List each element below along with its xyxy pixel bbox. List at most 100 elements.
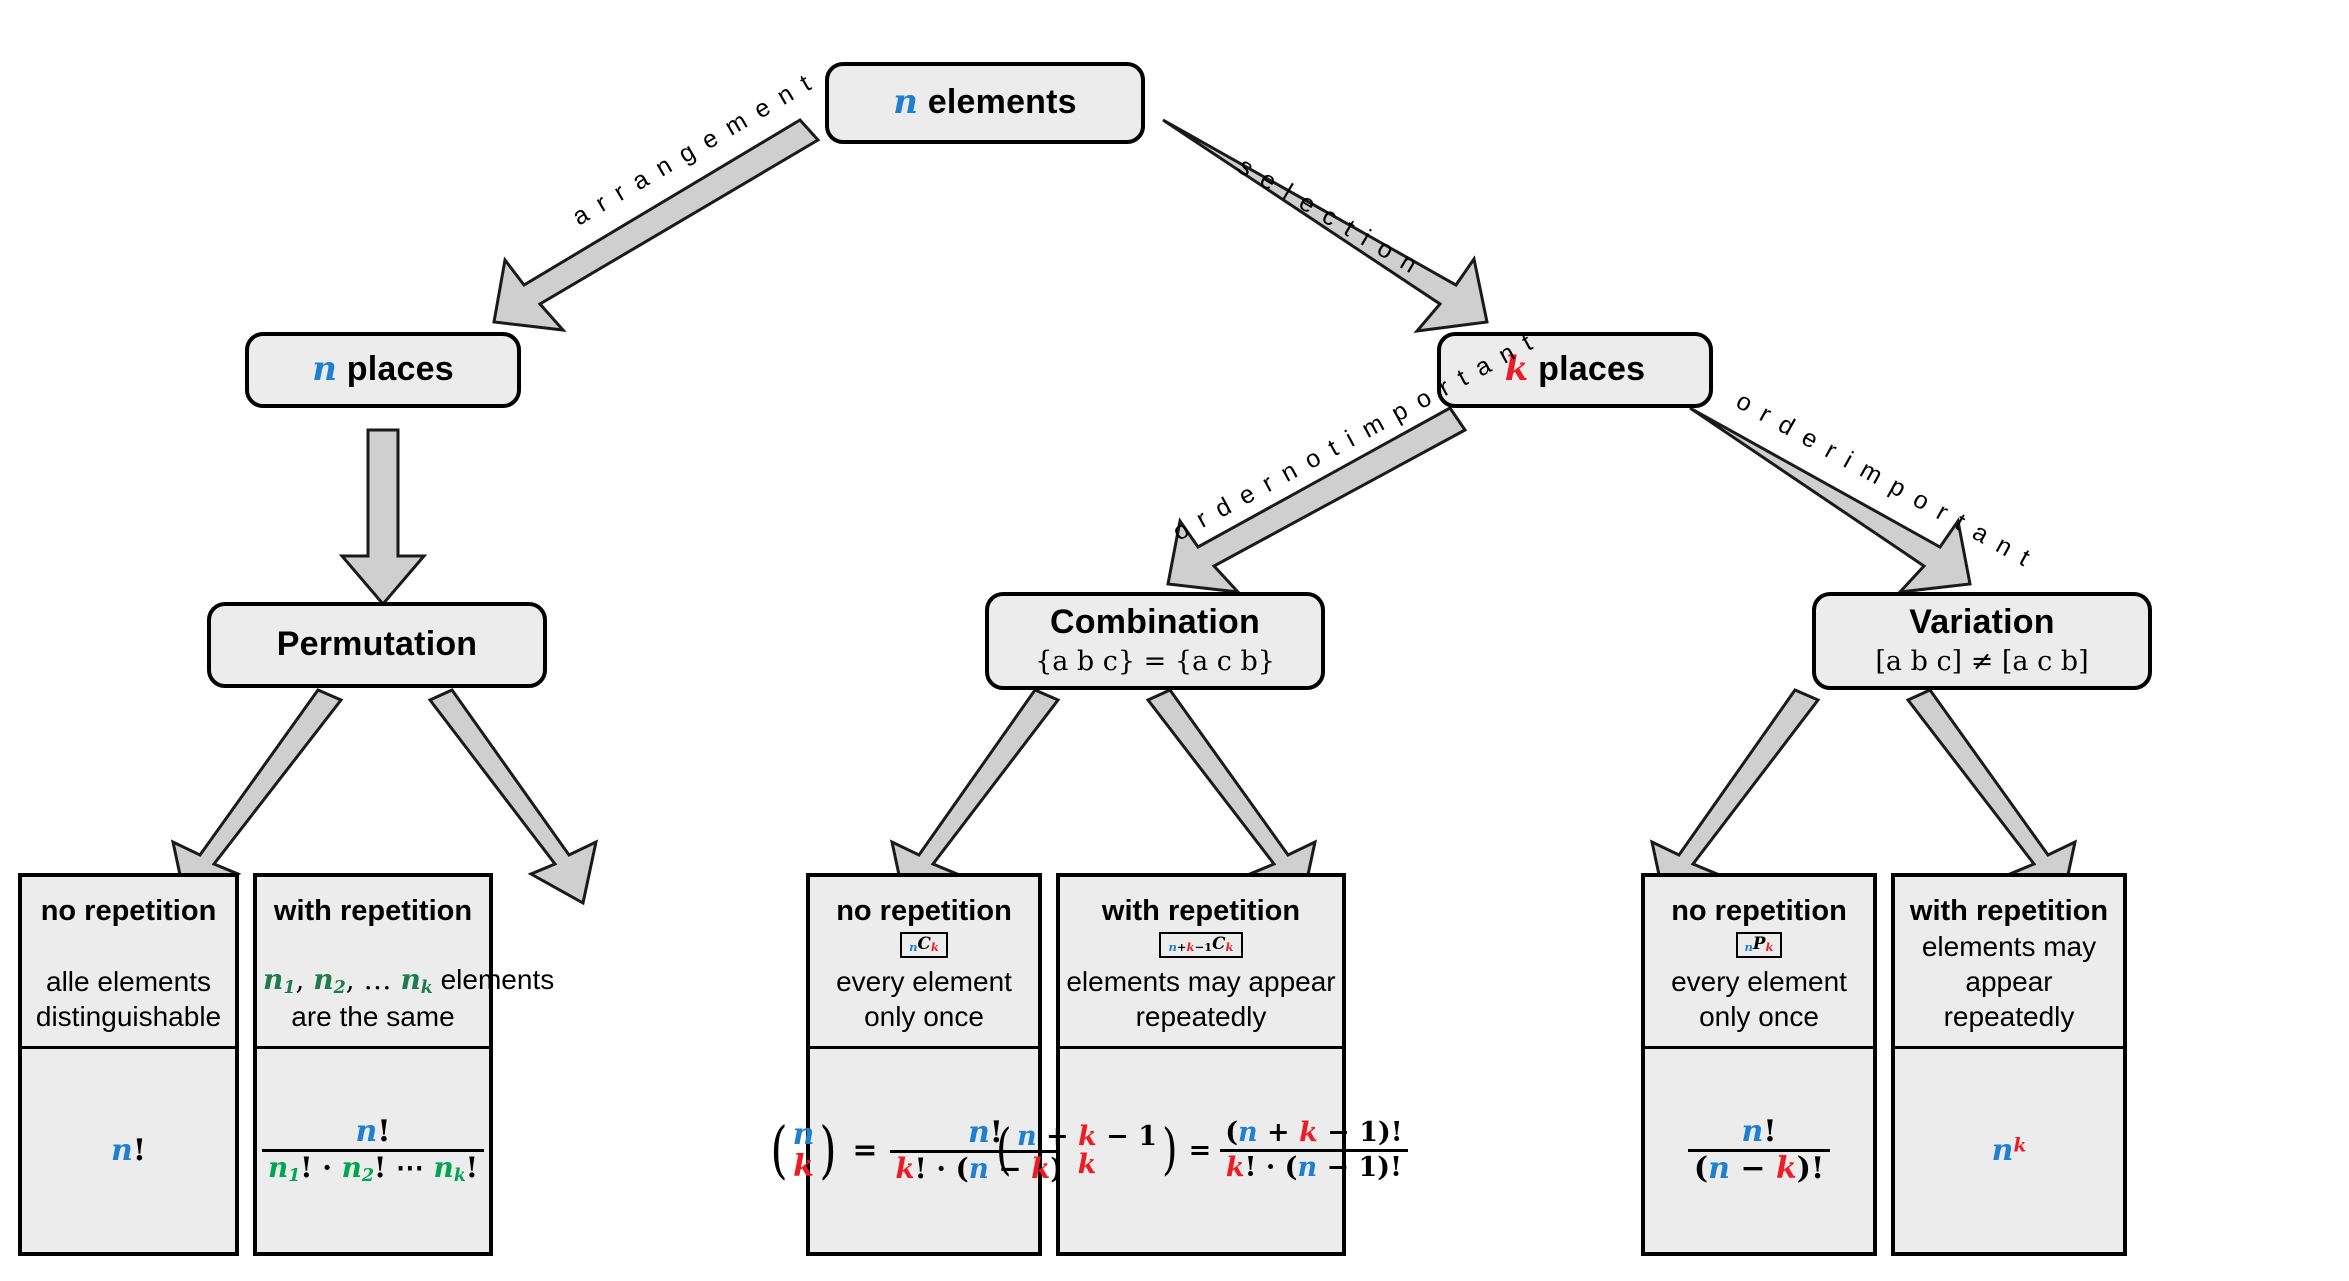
symbol-k: k [1299,1117,1318,1149]
leaf-variation-with-repetition[interactable]: with repetition elements may appear repe… [1891,873,2127,1256]
symbol-minus: − [988,1152,1032,1186]
symbol-n: n [792,1117,815,1152]
symbol-factorial: ! [1390,1117,1403,1149]
leaf-formula: n! (n − k)! [1645,1049,1873,1252]
arrow-combination-to-comb-with-rep [1145,688,1318,906]
fraction-denominator: k! · (n − 1)! [1219,1149,1408,1183]
leaf-upper: with repetition n+k−1Ck elements may app… [1060,877,1342,1049]
leaf-combination-with-repetition[interactable]: with repetition n+k−1Ck elements may app… [996,873,1408,1256]
symbol-lparen: ( [1693,1151,1709,1186]
leaf-symbol-nCk: nCk [900,932,948,958]
symbol-n: n [1297,1152,1318,1183]
leaf-description: alle elements distinguishable [22,964,235,1034]
node-n-places[interactable]: n places [245,332,521,408]
symbol-k-exponent: k [2013,1135,2027,1157]
fraction-denominator: (n − k)! [1687,1149,1831,1186]
leaf-permutation-no-repetition[interactable]: no repetition alle elements distinguisha… [18,873,239,1256]
symbol-ellipsis: … [363,962,401,996]
node-n-elements-label: n elements [893,84,1077,121]
leaf-upper: with repetition n1, n2, … nk elements ar… [257,877,554,1049]
symbol-C: C [1212,933,1226,954]
arrow-permutation-to-perm-with-rep [427,688,599,906]
leaf-formula: n! n1! · n2! ⋯ nk! [257,1049,489,1252]
leaf-formula: ( n k ) = n! k! · (n − k)! [770,1049,1082,1252]
node-combination[interactable]: Combination {a b c} = {a c b} [985,592,1325,690]
leaf-description-line2: only once [864,1001,984,1032]
symbol-n2: n2 [313,962,346,998]
symbol-equals: = [852,1133,878,1168]
arrow-permutation-to-perm-no-rep [170,688,344,906]
symbol-k: k [793,1148,814,1184]
leaf-variation-no-repetition[interactable]: no repetition nPk every element only onc… [1641,873,1877,1256]
symbol-rparen: ) [819,1113,838,1186]
arrow-n-places-to-permutation [338,428,428,607]
symbol-P: P [1752,933,1766,954]
symbol-k: k [1225,1152,1245,1183]
leaf-upper: no repetition nCk every element only onc… [810,877,1038,1049]
node-n-elements-rest: elements [918,83,1077,122]
symbol-lparen: ( [996,1117,1012,1182]
symbol-factorial: ! [377,1114,391,1150]
symbol-cdot: · ( [926,1152,969,1186]
fraction: n! n1! · n2! ⋯ nk! [261,1116,485,1185]
symbol-n: n [1991,1133,2014,1168]
node-n-elements[interactable]: n elements [825,62,1145,144]
symbol-k: k [1186,940,1195,955]
symbol-n: n [111,1133,133,1168]
symbol-factorial: ! [132,1133,146,1168]
symbol-k: k [1765,940,1774,955]
leaf-formula: n! [22,1049,235,1252]
leaf-description: elements may appear repeatedly [1895,929,2123,1034]
symbol-equals: = [1188,1135,1212,1166]
symbol-cdot: · ( [1256,1152,1298,1183]
node-n-places-label: n places [312,351,454,388]
leaf-description-line1: every element [1671,966,1847,997]
fraction: n! k! · (n − k)! [889,1115,1082,1186]
leaf-description-line2: are the same [291,1001,455,1032]
symbol-C: C [917,933,931,954]
symbol-factorial: ! [373,1150,387,1184]
symbol-factorial: ! [989,1115,1003,1151]
symbol-n: n [312,349,338,390]
binomial-stack: n + k − 1 k [1015,1122,1159,1180]
node-k-places[interactable]: k places [1437,332,1713,408]
leaf-description: n1, n2, … nk elements are the same [257,962,554,1035]
symbol-factorial: ! [1810,1151,1825,1186]
node-combination-subtitle: {a b c} = {a c b} [1035,645,1275,677]
leaf-description-line1: elements may appear [1921,931,2097,997]
node-permutation[interactable]: Permutation [207,602,547,688]
node-permutation-title: Permutation [276,625,478,664]
node-n-places-rest: places [337,350,454,389]
leaf-combination-no-repetition[interactable]: no repetition nCk every element only onc… [770,873,1082,1256]
leaf-description: every element only once [810,964,1038,1034]
binomial-stack: n k [791,1119,817,1182]
symbol-rparen: ) [1796,1151,1811,1186]
leaf-permutation-with-repetition[interactable]: with repetition n1, n2, … nk elements ar… [253,873,554,1256]
symbol-k: k [895,1152,915,1186]
arrow-variation-to-var-with-rep [1905,688,2078,906]
symbol-minus-one: − 1 [1096,1120,1157,1152]
leaf-upper: with repetition elements may appear repe… [1895,877,2123,1049]
leaf-description-line1: n1, n2, … nk elements [263,962,554,1000]
fraction-numerator: n! [350,1116,397,1149]
leaf-formula: ( n + k − 1 k ) = (n + k − 1)! k! · (n −… [996,1049,1408,1252]
leaf-description-line2: repeatedly [1943,1001,2075,1032]
symbol-factorial: ! [465,1150,479,1184]
node-variation-title: Variation [1909,603,2055,642]
arrow-root-to-k-places [1162,118,1489,333]
symbol-comma: , [345,962,364,996]
symbol-minus-one: − 1) [1317,1152,1391,1183]
node-combination-title: Combination [1050,603,1260,642]
symbol-factorial: ! [914,1152,927,1186]
arrow-combination-to-comb-no-rep [889,688,1061,906]
node-variation[interactable]: Variation [a b c] ≠ [a c b] [1812,592,2152,690]
symbol-lparen: ( [769,1113,788,1186]
symbol-cdot: · [312,1150,342,1184]
symbol-lparen: ( [1225,1117,1238,1149]
symbol-factorial: ! [300,1150,313,1184]
symbol-minus: −1 [1194,940,1213,955]
symbol-comma: , [295,962,314,996]
symbol-k: k [1225,940,1234,955]
